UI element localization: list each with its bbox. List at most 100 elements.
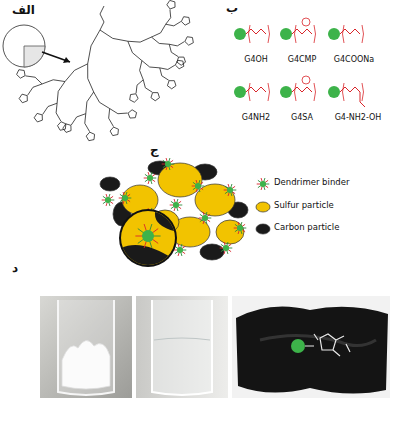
figure-shape — [122, 195, 128, 201]
figure-shape — [57, 82, 65, 104]
figure-shape — [340, 87, 365, 107]
figure-shape — [130, 94, 138, 102]
figure-shape — [256, 224, 270, 234]
figure-shape — [85, 114, 90, 132]
figure-shape — [152, 300, 212, 395]
figure-shape — [195, 183, 201, 189]
figure-shape — [173, 202, 179, 208]
compound-name: G4SA — [291, 114, 313, 123]
figure-shape — [28, 84, 43, 95]
figure-shape — [328, 28, 340, 40]
figure-shape — [328, 83, 365, 107]
figure-shape — [202, 215, 208, 221]
figure-shape — [63, 57, 70, 63]
figure-shape — [86, 92, 94, 114]
figure-shape — [166, 9, 171, 24]
panel-letter: ج — [150, 144, 159, 157]
figure-shape — [151, 93, 160, 101]
figure-shape — [142, 61, 160, 68]
figure-shape — [181, 17, 189, 25]
figure-shape — [167, 81, 176, 89]
figure-shape — [302, 18, 310, 26]
figure-shape — [260, 181, 266, 187]
figure-shape — [151, 37, 169, 44]
figure-shape — [58, 122, 66, 131]
figure-shape — [62, 340, 110, 389]
figure-shape — [40, 296, 132, 398]
figure-shape — [295, 83, 316, 101]
dendrimer-icon — [3, 25, 70, 67]
figure-shape — [237, 225, 243, 231]
figure-shape — [169, 42, 184, 46]
figure-shape — [295, 25, 316, 43]
compound-name: G4CMP — [288, 56, 317, 65]
figure-shape — [234, 25, 270, 43]
figure-shape — [195, 184, 235, 216]
compound-name: G4NH2 — [242, 114, 270, 123]
figure-shape — [128, 41, 142, 60]
figure-shape — [236, 306, 388, 393]
figure-shape — [19, 94, 27, 103]
figure-shape — [100, 6, 104, 30]
figure-shape — [151, 24, 165, 37]
figure-shape — [185, 37, 193, 45]
figure-shape — [256, 202, 270, 212]
figure-shape — [3, 25, 45, 67]
figure-shape — [88, 64, 94, 92]
figure-shape — [118, 245, 178, 270]
figure-shape — [128, 37, 152, 42]
figure-shape — [234, 83, 270, 101]
figure-shape — [175, 60, 183, 68]
figure-shape — [94, 92, 110, 109]
figure-shape — [302, 76, 310, 84]
panel-letter: د — [12, 262, 18, 275]
figure-shape — [280, 18, 316, 43]
figure-shape — [63, 124, 71, 133]
legend-samples — [256, 178, 270, 234]
panel-letter: الف — [12, 4, 35, 17]
figure-shape — [155, 208, 178, 232]
figure-shape — [65, 64, 88, 82]
figure-shape — [328, 25, 364, 43]
figure-shape — [234, 28, 246, 40]
figure-shape — [147, 175, 153, 181]
figure-shape — [88, 30, 100, 64]
figure-shape — [136, 296, 228, 398]
figure-shape — [128, 110, 137, 118]
legend-label: Carbon particle — [274, 223, 339, 232]
figure-shape — [249, 25, 270, 43]
compound-name: G4OH — [244, 56, 268, 65]
figure-shape — [280, 28, 292, 40]
figure-shape — [166, 22, 181, 26]
figure-shape — [280, 86, 292, 98]
figure-shape — [34, 113, 42, 122]
figure-shape — [105, 197, 111, 203]
figure-shape — [200, 244, 224, 260]
figure-shape — [260, 335, 376, 345]
legend-label: Dendrimer binder — [274, 178, 349, 187]
figure-shape — [42, 80, 65, 84]
figure-shape — [110, 127, 118, 136]
figure-shape — [223, 245, 229, 251]
figure-shape — [26, 76, 43, 84]
figure-shape — [17, 70, 25, 78]
figure-shape — [142, 230, 154, 242]
figure-shape — [343, 83, 364, 101]
figure-shape — [160, 68, 169, 80]
figure-shape — [118, 208, 178, 270]
figure-shape — [216, 220, 244, 244]
figure-shape — [232, 296, 390, 398]
figure-shape — [234, 86, 246, 98]
figure-shape — [305, 334, 350, 356]
figure-shape — [167, 0, 175, 9]
figure-shape — [249, 83, 270, 101]
figure-shape — [291, 339, 305, 353]
panel-letter: ب — [226, 2, 238, 15]
figure-shape — [177, 247, 183, 253]
figure-shape — [165, 161, 171, 167]
figure-shape — [328, 86, 340, 98]
figure-shape — [56, 103, 61, 121]
figure-shape — [140, 61, 144, 80]
